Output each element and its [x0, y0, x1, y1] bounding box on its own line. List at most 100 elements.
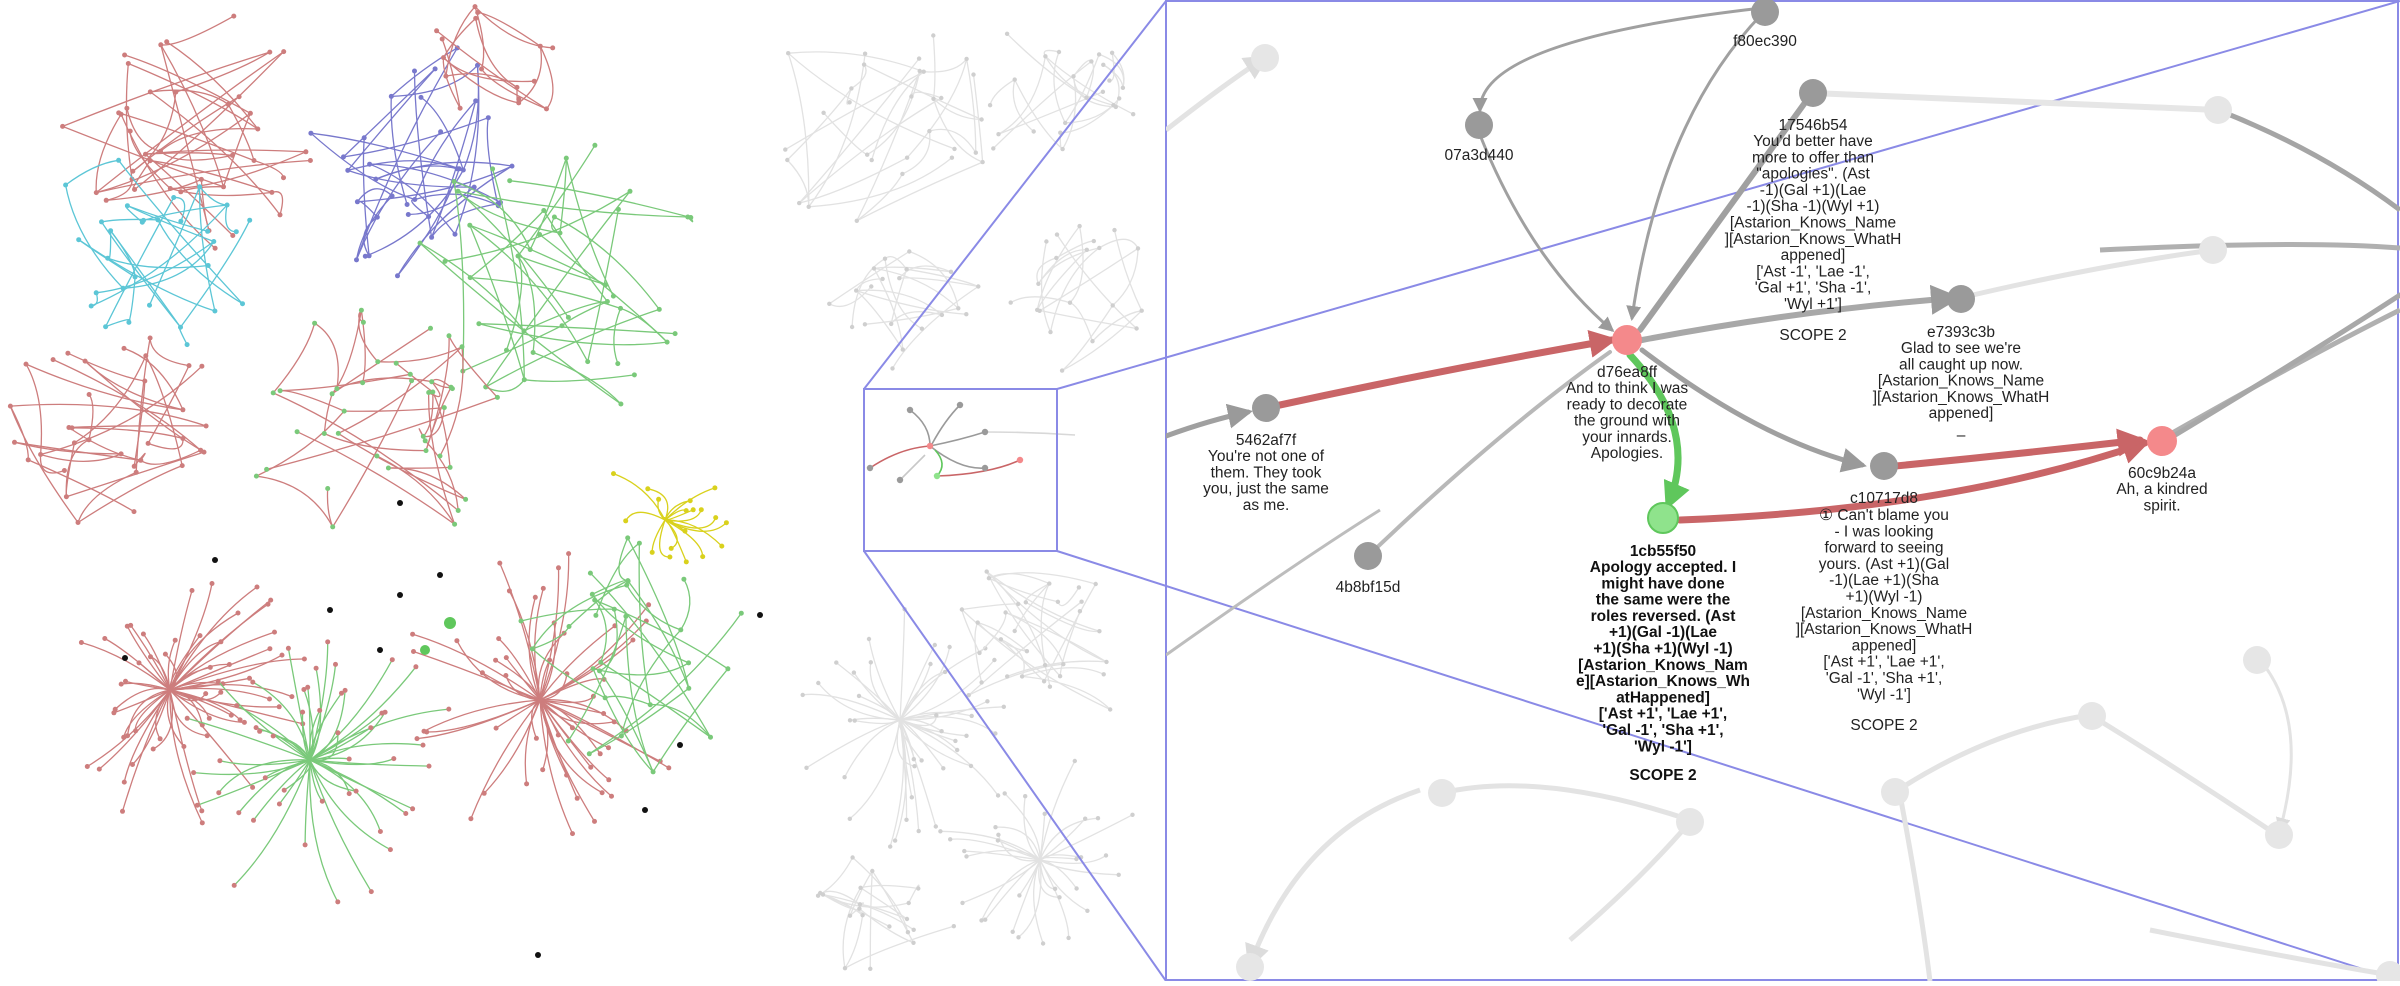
node-4b8bf15d[interactable] — [1354, 542, 1382, 570]
overview-node — [123, 678, 128, 684]
overview-edge — [787, 52, 955, 150]
overview-edge — [1092, 310, 1142, 342]
node-f80ec390[interactable] — [1751, 0, 1779, 26]
overview-node — [180, 436, 186, 441]
overview-node — [468, 816, 474, 822]
overview-edge — [309, 759, 382, 832]
overview-edge — [142, 633, 171, 691]
overview-node — [446, 706, 452, 712]
overview-node — [432, 66, 438, 72]
overview-node — [254, 584, 260, 590]
overview-node — [305, 684, 311, 690]
overview-edge — [868, 638, 901, 721]
overview-node — [870, 868, 875, 874]
overview-node — [455, 188, 461, 194]
overview-edge — [899, 646, 951, 721]
overview-edge — [595, 542, 640, 616]
overview-edge — [343, 68, 436, 158]
overview-node — [532, 594, 538, 600]
overview-edge — [989, 79, 1016, 106]
overview-node — [368, 889, 374, 895]
overview-node — [247, 110, 253, 116]
node-17546b54[interactable] — [1799, 79, 1827, 107]
overview-node — [1003, 610, 1008, 615]
overview-node — [1048, 329, 1053, 335]
overview-edge — [491, 168, 525, 380]
overview-node — [116, 110, 122, 116]
overview-node — [1116, 872, 1121, 877]
overview-edge — [1111, 52, 1125, 88]
minimap-edge — [929, 431, 986, 447]
node-d76ea8ff[interactable] — [1612, 325, 1642, 355]
zoom-source-rect[interactable] — [863, 388, 1058, 552]
overview-edge — [96, 112, 251, 194]
node-07a3d440[interactable] — [1465, 111, 1493, 139]
overview-node — [609, 793, 614, 799]
overview-node — [942, 669, 948, 675]
overview-node — [7, 403, 13, 409]
overview-edge — [992, 60, 1092, 149]
node-c10717d8[interactable] — [1870, 452, 1898, 480]
overview-edge — [977, 621, 1028, 652]
overview-graph[interactable] — [7, 4, 763, 958]
label-line: -1)(Lae +1)(Sha — [1829, 572, 1939, 589]
overview-node — [664, 339, 670, 345]
overview-node — [206, 715, 212, 721]
overview-edge — [101, 218, 158, 223]
node-5462af7f[interactable] — [1252, 394, 1280, 422]
overview-node — [194, 802, 200, 808]
node-60c9b24a[interactable] — [2147, 426, 2177, 456]
node-1cb55f50[interactable] — [1647, 502, 1679, 534]
overview-node — [597, 668, 602, 674]
overview-node — [953, 738, 958, 744]
overview-edge — [110, 230, 136, 278]
overview-node — [866, 636, 872, 642]
overview-node — [1120, 85, 1126, 91]
overview-node — [420, 742, 426, 748]
overview-node — [1072, 758, 1078, 764]
overview-node — [184, 715, 190, 721]
overview-edge — [1102, 64, 1120, 108]
overview-edge — [890, 268, 908, 325]
overview-node — [231, 13, 237, 19]
overview-node — [116, 157, 122, 163]
overview-node — [1042, 811, 1047, 816]
overview-edge — [127, 205, 215, 243]
overview-edge — [532, 626, 570, 650]
overview-node — [411, 649, 416, 654]
overview-node — [382, 709, 388, 715]
overview-node — [570, 831, 575, 837]
overview-node — [201, 449, 207, 455]
overview-node — [121, 779, 127, 785]
overview-edge — [965, 58, 977, 153]
overview-node — [125, 733, 130, 739]
overview-node — [301, 687, 307, 692]
overview-node — [1112, 227, 1117, 233]
overview-node — [1096, 52, 1102, 57]
overview-node — [960, 900, 965, 906]
overview-edge — [106, 178, 202, 201]
overview-node — [631, 372, 637, 378]
overview-edge — [423, 407, 445, 438]
overview-node — [976, 284, 981, 289]
overview-node — [1084, 95, 1089, 100]
overview-node — [984, 569, 989, 574]
label-5462af7f-id: 5462af7f — [1236, 432, 1297, 449]
overview-node — [158, 148, 163, 154]
overview-node — [294, 429, 300, 435]
overview-edge — [474, 6, 553, 49]
overview-node — [1060, 146, 1065, 152]
overview-node — [1056, 49, 1062, 55]
overview-edge — [647, 488, 669, 521]
overview-node — [904, 916, 910, 922]
overview-edge — [169, 689, 222, 701]
label-line: yours. (Ast +1)(Gal — [1819, 556, 1950, 573]
zoomed-detail-view[interactable]: f80ec390 07a3d440 17546b54 You'd better … — [1166, 0, 2400, 981]
overview-edge — [169, 586, 258, 691]
overview-node — [892, 838, 898, 843]
overview-node — [630, 637, 636, 643]
label-f80ec390-id: f80ec390 — [1733, 33, 1797, 50]
node-e7393c3b[interactable] — [1947, 285, 1975, 313]
